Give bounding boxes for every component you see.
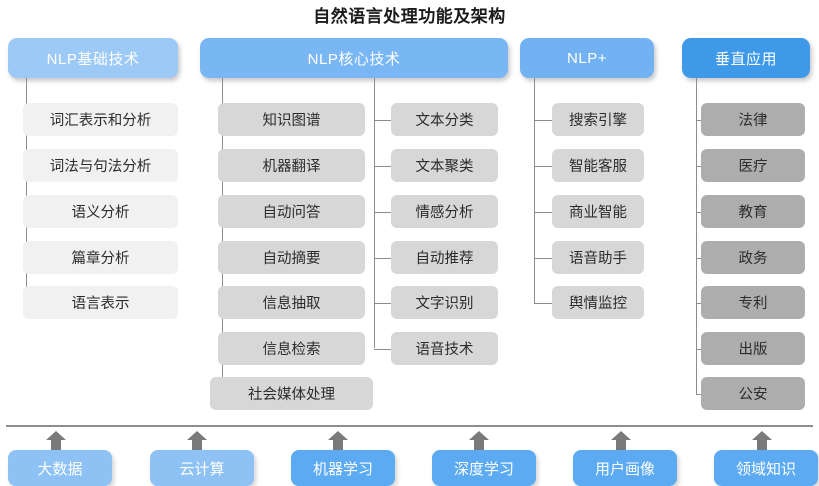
connector-branch <box>374 166 400 167</box>
leaf-box[interactable]: 情感分析 <box>391 195 498 228</box>
up-arrow-icon <box>468 430 490 452</box>
leaf-box[interactable]: 词汇表示和分析 <box>23 103 178 136</box>
connector-branch <box>374 258 400 259</box>
connector-stem-col1 <box>26 78 27 105</box>
up-arrow-icon <box>751 430 773 452</box>
leaf-box[interactable]: 自动问答 <box>218 195 365 228</box>
connector-spine-col2b <box>374 104 375 348</box>
up-arrow-icon <box>45 430 67 452</box>
connector-branch <box>534 258 560 259</box>
connector-stem-col4 <box>696 78 697 105</box>
up-arrow-icon <box>186 430 208 452</box>
foundation-baseline <box>6 425 813 427</box>
foundation-item-profile[interactable]: 用户画像 <box>573 450 677 486</box>
connector-spine-col4 <box>696 104 697 394</box>
connector-branch <box>534 212 560 213</box>
leaf-box[interactable]: 语言表示 <box>23 286 178 319</box>
connector-branch <box>534 166 560 167</box>
leaf-box[interactable]: 智能客服 <box>552 149 644 182</box>
leaf-box[interactable]: 公安 <box>701 377 805 410</box>
leaf-box[interactable]: 语音助手 <box>552 241 644 274</box>
foundation-item-bigdata[interactable]: 大数据 <box>8 450 112 486</box>
connector-branch <box>374 349 400 350</box>
leaf-box[interactable]: 自动摘要 <box>218 241 365 274</box>
leaf-box[interactable]: 篇章分析 <box>23 241 178 274</box>
connector-branch <box>374 120 400 121</box>
connector-spine-col3 <box>534 104 535 303</box>
connector-stem-col2a <box>222 78 223 105</box>
connector-branch <box>534 303 560 304</box>
leaf-box[interactable]: 知识图谱 <box>218 103 365 136</box>
leaf-box[interactable]: 医疗 <box>701 149 805 182</box>
connector-stem-col3 <box>534 78 535 105</box>
leaf-box[interactable]: 信息抽取 <box>218 286 365 319</box>
column-header-nlp-core[interactable]: NLP核心技术 <box>200 38 508 78</box>
up-arrow-icon <box>327 430 349 452</box>
leaf-box[interactable]: 词法与句法分析 <box>23 149 178 182</box>
leaf-box[interactable]: 社会媒体处理 <box>210 377 373 410</box>
foundation-item-dl[interactable]: 深度学习 <box>432 450 536 486</box>
foundation-item-ml[interactable]: 机器学习 <box>291 450 395 486</box>
column-header-vertical-apps[interactable]: 垂直应用 <box>682 38 810 78</box>
page-title: 自然语言处理功能及架构 <box>313 7 506 26</box>
leaf-box[interactable]: 法律 <box>701 103 805 136</box>
leaf-box[interactable]: 文字识别 <box>391 286 498 319</box>
leaf-box[interactable]: 出版 <box>701 332 805 365</box>
leaf-box[interactable]: 自动推荐 <box>391 241 498 274</box>
leaf-box[interactable]: 商业智能 <box>552 195 644 228</box>
leaf-box[interactable]: 信息检索 <box>218 332 365 365</box>
leaf-box[interactable]: 舆情监控 <box>552 286 644 319</box>
connector-branch <box>374 303 400 304</box>
leaf-box[interactable]: 专利 <box>701 286 805 319</box>
leaf-box[interactable]: 文本聚类 <box>391 149 498 182</box>
leaf-box[interactable]: 文本分类 <box>391 103 498 136</box>
foundation-item-domain[interactable]: 领域知识 <box>714 450 818 486</box>
leaf-box[interactable]: 政务 <box>701 241 805 274</box>
leaf-box[interactable]: 教育 <box>701 195 805 228</box>
connector-stem-col2b <box>374 78 375 105</box>
connector-branch <box>374 212 400 213</box>
leaf-box[interactable]: 语义分析 <box>23 195 178 228</box>
foundation-item-cloud[interactable]: 云计算 <box>150 450 254 486</box>
column-header-nlp-plus[interactable]: NLP+ <box>520 38 654 78</box>
leaf-box[interactable]: 机器翻译 <box>218 149 365 182</box>
connector-branch <box>534 120 560 121</box>
leaf-box[interactable]: 搜索引擎 <box>552 103 644 136</box>
up-arrow-icon <box>610 430 632 452</box>
leaf-box[interactable]: 语音技术 <box>391 332 498 365</box>
column-header-nlp-basic[interactable]: NLP基础技术 <box>8 38 178 78</box>
